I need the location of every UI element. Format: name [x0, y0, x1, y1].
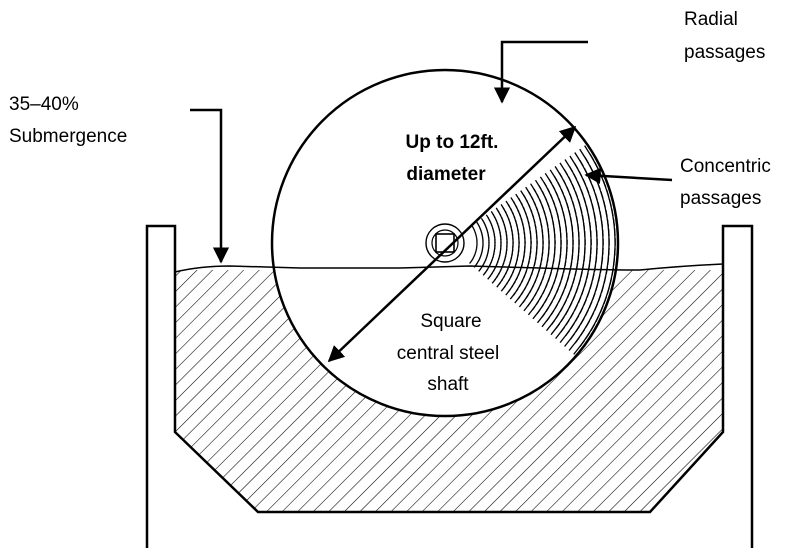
passage-tick [509, 292, 516, 300]
passage-tick [475, 249, 477, 253]
radial-label-line1: Radial [684, 9, 738, 30]
diameter-arrow [327, 125, 577, 363]
concentric-label-line1: Concentric [680, 156, 771, 177]
passage-tick [473, 229, 476, 233]
passage-tick [474, 231, 477, 234]
passage-tick [518, 299, 526, 308]
submergence-leader-arrow [190, 108, 230, 264]
passage-tick [473, 253, 476, 256]
passage-tick [514, 295, 521, 304]
radial-label-line2: passages [684, 42, 765, 63]
shaft-label-line1: Square [420, 311, 481, 332]
passage-tick [472, 226, 475, 229]
radial-leader-arrow [493, 40, 588, 104]
concentric-passages [469, 145, 616, 355]
passage-tick [550, 323, 561, 336]
passage-tick [555, 326, 566, 340]
passage-tick [470, 260, 473, 263]
shaft-label-line3: shaft [427, 374, 469, 395]
passage-tick [532, 309, 541, 320]
passage-tick [559, 330, 571, 344]
concentric-label-line2: passages [680, 188, 761, 209]
passage-tick [487, 275, 492, 280]
passage-tick [536, 313, 546, 324]
passage-tick [472, 256, 475, 260]
passage-tick [472, 228, 475, 231]
slurry-hatching [175, 270, 723, 512]
passage-tick [473, 255, 476, 258]
passage-tick [496, 282, 501, 288]
passage-tick [474, 233, 477, 236]
concentric-leader-arrow [584, 167, 673, 184]
passage-tick [527, 306, 536, 316]
shaft-label-line2: central steel [397, 343, 499, 364]
passage-tick [481, 233, 484, 237]
passage-tick [471, 258, 474, 261]
passage-tick [541, 316, 551, 328]
passage-tick [491, 278, 497, 284]
passage-tick [500, 285, 506, 292]
passage-tick [482, 271, 487, 276]
passage-tick [545, 319, 556, 332]
passage-tick [469, 261, 472, 264]
submergence-label-line2: Submergence [9, 126, 127, 147]
drum-circle [270, 68, 620, 418]
passage-tick [478, 268, 482, 272]
passage-tick [523, 302, 531, 312]
submergence-label-line1: 35–40% [9, 94, 79, 115]
passage-tick [505, 288, 511, 296]
diameter-label-line1: Up to 12ft. [406, 132, 499, 153]
passage-tick [474, 251, 477, 254]
diameter-label-line2: diameter [406, 164, 486, 185]
